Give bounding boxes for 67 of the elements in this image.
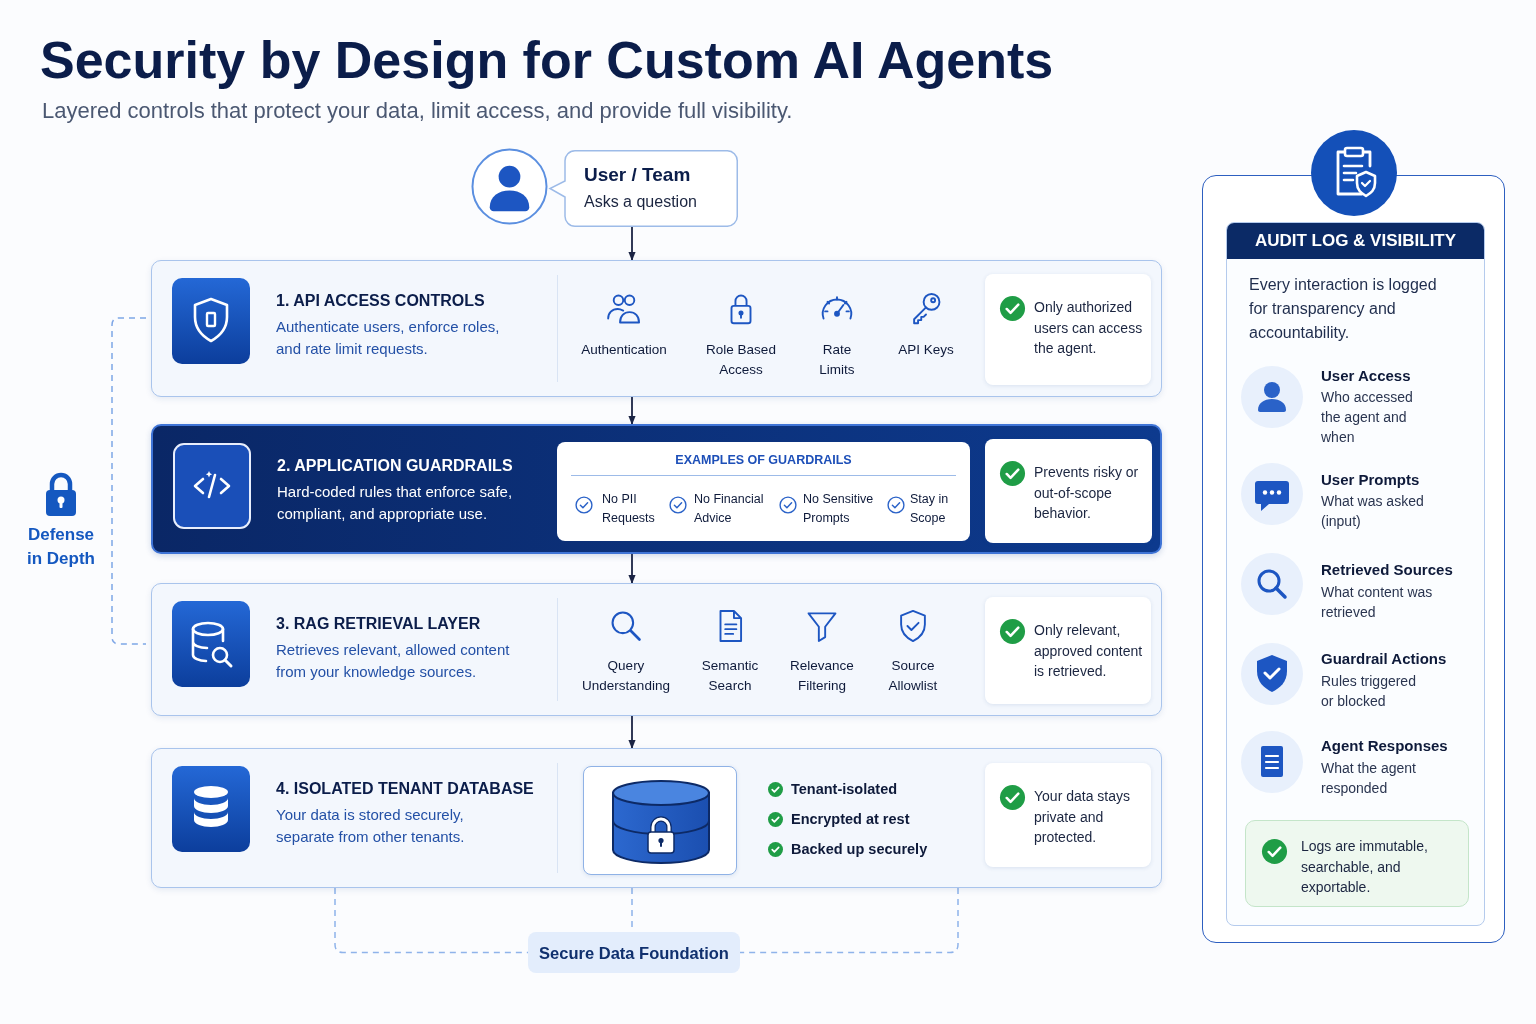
- examples-heading: EXAMPLES OF GUARDRAILS: [675, 452, 852, 469]
- layer-description: Retrieves relevant, allowed content from your knowledge sources.: [276, 640, 511, 682]
- guardrail-item: No Financial Advice: [694, 491, 765, 527]
- note-text: Prevents risky or out-of-scope behavior.: [1034, 463, 1140, 523]
- feature-label: Semantic Search: [700, 657, 760, 695]
- bubble-text: Asks a question: [584, 192, 697, 212]
- note-card: [985, 439, 1152, 543]
- audit-panel: [1226, 222, 1485, 926]
- panel-description: Every interaction is logged for transparency and accountability.: [1249, 275, 1438, 343]
- layer-panel: [151, 583, 1162, 716]
- note-card: [985, 763, 1151, 867]
- note-text: Only authorized users can access the agent.: [1034, 298, 1144, 358]
- feature-label: API Keys: [897, 341, 955, 359]
- subtitle: Layered controls that protect your data, limit access, and provide full visibility.: [42, 97, 793, 125]
- layer-panel: [151, 424, 1162, 554]
- guardrail-item: No PII Requests: [602, 491, 656, 527]
- bubble-title: User / Team: [584, 163, 691, 187]
- log-item-title: User Prompts: [1321, 470, 1420, 490]
- note-card: [985, 597, 1151, 704]
- database-card: [583, 766, 737, 875]
- dashed-line: [334, 887, 529, 954]
- layer-description: Hard-coded rules that enforce safe, compliant, and appropriate use.: [277, 482, 514, 524]
- layer-panel: [151, 748, 1162, 888]
- note-card: [985, 274, 1151, 385]
- log-item-title: User Access: [1321, 366, 1411, 386]
- log-item-description: Who accessed the agent and when: [1321, 388, 1414, 447]
- layer-heading: 3. RAG RETRIEVAL LAYER: [276, 614, 481, 634]
- feature-label: Source Allowlist: [887, 657, 939, 695]
- dashed-line: [739, 887, 959, 954]
- title: Security by Design for Custom AI Agents: [40, 30, 1054, 90]
- layer-heading: 4. ISOLATED TENANT DATABASE: [276, 779, 534, 799]
- layer-heading: 1. API ACCESS CONTROLS: [276, 291, 485, 311]
- note-text: Only relevant, approved content is retrieved.: [1034, 621, 1144, 681]
- layer-panel: [151, 260, 1162, 397]
- note-text: Your data stays private and protected.: [1034, 787, 1131, 847]
- panel-header: AUDIT LOG & VISIBILITY: [1227, 223, 1484, 259]
- guardrail-item: Stay in Scope: [910, 491, 950, 527]
- arrow: [628, 226, 636, 261]
- arrow: [628, 553, 636, 584]
- log-item-description: What was asked (input): [1321, 492, 1425, 531]
- log-item-description: What the agent responded: [1321, 759, 1417, 798]
- arrow: [628, 715, 636, 749]
- log-item-title: Agent Responses: [1321, 736, 1448, 756]
- layer-heading: 2. APPLICATION GUARDRAILS: [277, 456, 513, 476]
- checklist-item: Backed up securely: [791, 840, 928, 859]
- checklist-item: Tenant-isolated: [791, 780, 898, 799]
- foundation-text: Secure Data Foundation: [539, 942, 729, 964]
- layer-description: Your data is stored securely, separate from other tenants.: [276, 805, 466, 847]
- arrow: [628, 396, 636, 425]
- feature-label: Rate Limits: [818, 341, 856, 379]
- side-label: Defense in Depth: [26, 524, 96, 570]
- guardrail-item: No Sensitive Prompts: [803, 491, 875, 527]
- examples-card: [557, 442, 970, 541]
- note-card: [1245, 820, 1469, 907]
- log-item-title: Guardrail Actions: [1321, 649, 1447, 669]
- note-text: Logs are immutable, searchable, and exportable.: [1301, 837, 1429, 897]
- log-item-description: Rules triggered or blocked: [1321, 672, 1417, 711]
- speech-bubble: [548, 150, 738, 227]
- feature-label: Role Based Access: [705, 341, 777, 379]
- feature-label: Authentication: [580, 341, 668, 359]
- layer-description: Authenticate users, enforce roles, and rate limit requests.: [276, 317, 501, 359]
- log-item-description: What content was retrieved: [1321, 583, 1434, 622]
- checklist-item: Encrypted at rest: [791, 810, 910, 829]
- foundation-box: [528, 932, 740, 973]
- feature-label: Relevance Filtering: [789, 657, 855, 695]
- feature-label: Query Understanding: [581, 657, 671, 695]
- log-item-title: Retrieved Sources: [1321, 560, 1453, 580]
